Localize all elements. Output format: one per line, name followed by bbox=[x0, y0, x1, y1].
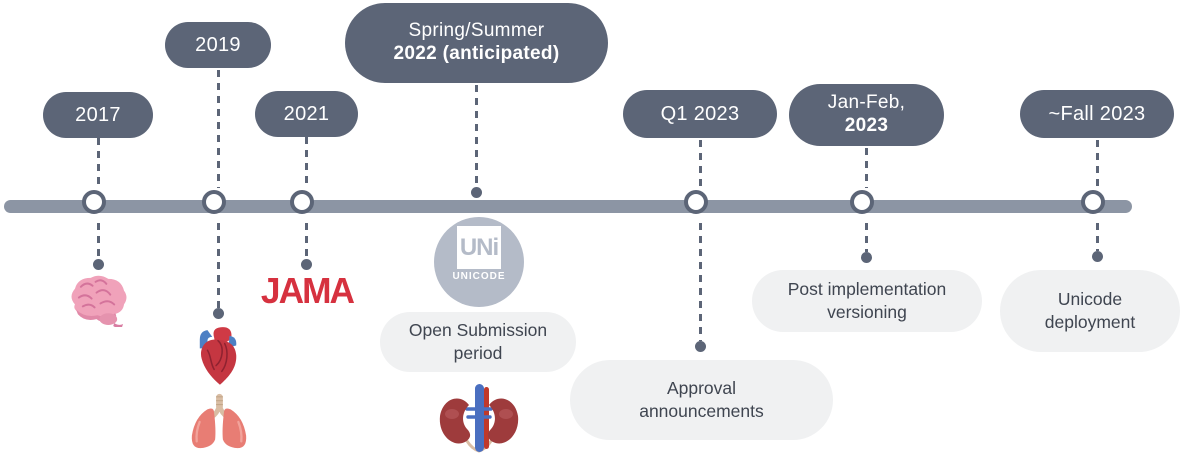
bubble-post-implementation-versioning: Post implementation versioning bbox=[752, 270, 982, 332]
connector-2021-top bbox=[304, 137, 308, 188]
bubble-deployment-line2: deployment bbox=[1044, 312, 1136, 332]
timeline-node-2019 bbox=[202, 190, 226, 214]
timeline-node-2021 bbox=[290, 190, 314, 214]
connector-2022-end-dot bbox=[471, 187, 482, 198]
date-pill-fall-2023: ~Fall 2023 bbox=[1020, 90, 1174, 138]
date-pill-q1-2023-label: Q1 2023 bbox=[660, 103, 740, 125]
connector-fall-2023-bottom bbox=[1095, 223, 1099, 251]
bubble-open-submission-line2: period bbox=[453, 343, 503, 363]
bubble-open-submission-period: Open Submission period bbox=[380, 312, 576, 372]
timeline-node-fall-2023 bbox=[1081, 190, 1105, 214]
brain-emoji-icon bbox=[67, 274, 130, 327]
connector-2021-bottom bbox=[304, 223, 308, 259]
bubble-approval-line1: Approval bbox=[666, 378, 737, 399]
connector-2019-top bbox=[216, 70, 220, 188]
date-pill-janfeb-line2: 2023 bbox=[844, 115, 889, 136]
bubble-post-impl-line1: Post implementation bbox=[787, 279, 947, 300]
date-pill-janfeb-2023: Jan-Feb, 2023 bbox=[789, 84, 944, 146]
connector-2019-bottom bbox=[216, 223, 220, 308]
connector-2022-top bbox=[474, 85, 478, 185]
date-pill-2022-line2: 2022 (anticipated) bbox=[393, 43, 560, 64]
unicode-logo-wordmark: UNICODE bbox=[452, 271, 506, 282]
date-pill-fall-2023-label: ~Fall 2023 bbox=[1048, 103, 1146, 125]
bubble-deployment-line1: Unicode bbox=[1057, 289, 1123, 310]
date-pill-2017-label: 2017 bbox=[75, 104, 121, 126]
dot-2017 bbox=[92, 259, 104, 270]
bubble-approval-announcements: Approval announcements bbox=[570, 360, 833, 440]
connector-fall-2023-top bbox=[1095, 140, 1099, 188]
date-pill-2021: 2021 bbox=[255, 91, 358, 137]
lungs-emoji-icon bbox=[188, 392, 250, 452]
dot-2019 bbox=[212, 308, 224, 319]
bubble-unicode-deployment: Unicode deployment bbox=[1000, 270, 1180, 352]
bubble-approval-line2: announcements bbox=[639, 401, 764, 421]
unicode-logo-square: UNi bbox=[457, 226, 501, 269]
connector-q1-2023-top bbox=[698, 140, 702, 188]
connector-2017-top bbox=[96, 138, 100, 188]
unicode-logo-mark: UNi bbox=[459, 233, 499, 261]
date-pill-2019-label: 2019 bbox=[195, 34, 241, 56]
dot-q1-2023 bbox=[694, 341, 706, 352]
date-pill-q1-2023: Q1 2023 bbox=[623, 90, 777, 138]
connector-janfeb-2023-bottom bbox=[864, 223, 868, 252]
date-pill-2019: 2019 bbox=[165, 22, 271, 68]
date-pill-2021-label: 2021 bbox=[283, 103, 330, 125]
timeline-node-2017 bbox=[82, 190, 106, 214]
date-pill-janfeb-line1: Jan-Feb, bbox=[827, 92, 906, 114]
date-pill-2022-line1: Spring/Summer bbox=[408, 20, 545, 42]
dot-janfeb-2023 bbox=[860, 252, 872, 263]
timeline-bar bbox=[4, 200, 1132, 213]
bubble-post-impl-line2: versioning bbox=[827, 302, 907, 322]
connector-q1-2023-bottom bbox=[698, 223, 702, 341]
timeline-node-q1-2023 bbox=[684, 190, 708, 214]
unicode-logo: UNi UNICODE bbox=[434, 217, 524, 307]
anatomical-heart-emoji-icon bbox=[195, 324, 241, 388]
bubble-open-submission-line1: Open Submission bbox=[408, 320, 548, 341]
connector-janfeb-2023-top bbox=[864, 148, 868, 188]
dot-fall-2023 bbox=[1091, 251, 1103, 262]
jama-logo: JAMA bbox=[260, 270, 355, 311]
dot-2021 bbox=[300, 259, 312, 270]
date-pill-2017: 2017 bbox=[43, 92, 153, 138]
timeline-node-janfeb-2023 bbox=[850, 190, 874, 214]
date-pill-spring-summer-2022: Spring/Summer 2022 (anticipated) bbox=[345, 3, 608, 83]
kidneys-emoji-icon bbox=[435, 383, 523, 453]
connector-2017-bottom bbox=[96, 223, 100, 259]
